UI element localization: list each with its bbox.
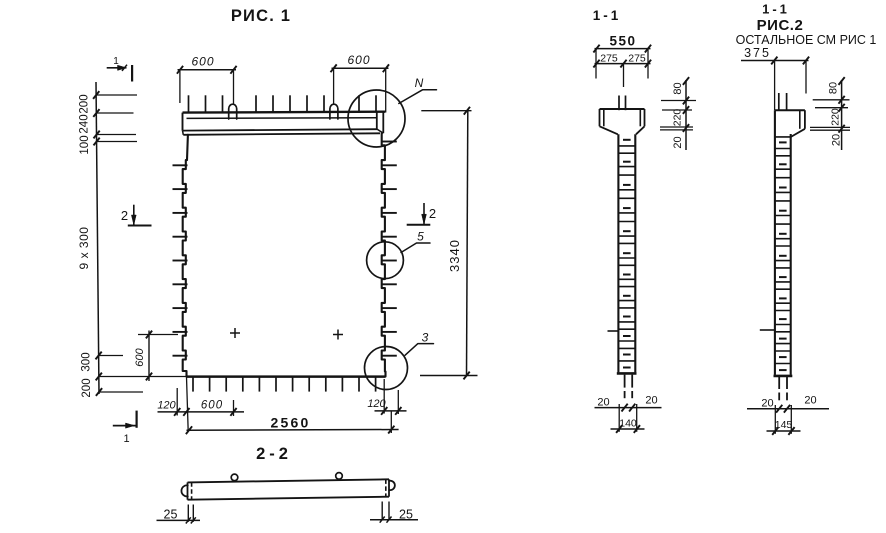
svg-text:550: 550 [609, 34, 636, 49]
svg-text:25: 25 [164, 508, 178, 522]
svg-text:375: 375 [744, 46, 771, 60]
svg-text:2: 2 [121, 208, 128, 223]
svg-text:1: 1 [113, 56, 119, 67]
svg-text:20: 20 [672, 136, 684, 148]
svg-text:25: 25 [399, 508, 413, 522]
svg-text:240: 240 [79, 114, 91, 133]
svg-text:220: 220 [830, 108, 842, 126]
svg-text:600: 600 [347, 53, 370, 67]
svg-text:2-2: 2-2 [256, 445, 292, 463]
svg-text:20: 20 [597, 397, 609, 409]
svg-text:600: 600 [134, 347, 146, 366]
svg-text:2: 2 [429, 206, 436, 221]
svg-text:РИС.2: РИС.2 [757, 17, 804, 34]
svg-text:3340: 3340 [447, 239, 462, 272]
svg-text:80: 80 [828, 82, 840, 94]
svg-text:5: 5 [417, 230, 424, 244]
svg-text:600: 600 [201, 400, 223, 412]
svg-text:1-1: 1-1 [762, 2, 790, 17]
svg-text:20: 20 [645, 395, 657, 407]
svg-text:N: N [415, 76, 424, 90]
svg-text:145: 145 [775, 419, 793, 431]
svg-text:2560: 2560 [271, 415, 311, 431]
svg-text:РИС. 1: РИС. 1 [231, 7, 291, 25]
svg-text:9 x 300: 9 x 300 [77, 227, 91, 270]
svg-text:3: 3 [422, 331, 429, 345]
svg-text:20: 20 [804, 395, 816, 407]
svg-text:1-1: 1-1 [593, 8, 622, 23]
svg-text:300: 300 [81, 352, 93, 371]
svg-text:220: 220 [672, 109, 684, 127]
svg-text:200: 200 [79, 94, 91, 113]
svg-text:275: 275 [600, 53, 618, 65]
svg-text:120: 120 [367, 398, 386, 410]
svg-text:100: 100 [79, 135, 91, 154]
svg-text:80: 80 [672, 82, 684, 94]
svg-text:ОСТАЛЬНОЕ СМ РИС 1: ОСТАЛЬНОЕ СМ РИС 1 [736, 33, 877, 47]
svg-text:200: 200 [81, 378, 93, 397]
svg-text:140: 140 [619, 418, 637, 430]
svg-text:20: 20 [831, 134, 843, 146]
svg-text:1: 1 [123, 433, 129, 445]
svg-text:600: 600 [191, 55, 214, 69]
svg-text:20: 20 [761, 398, 773, 410]
svg-text:275: 275 [628, 53, 646, 65]
svg-text:120: 120 [157, 400, 176, 412]
